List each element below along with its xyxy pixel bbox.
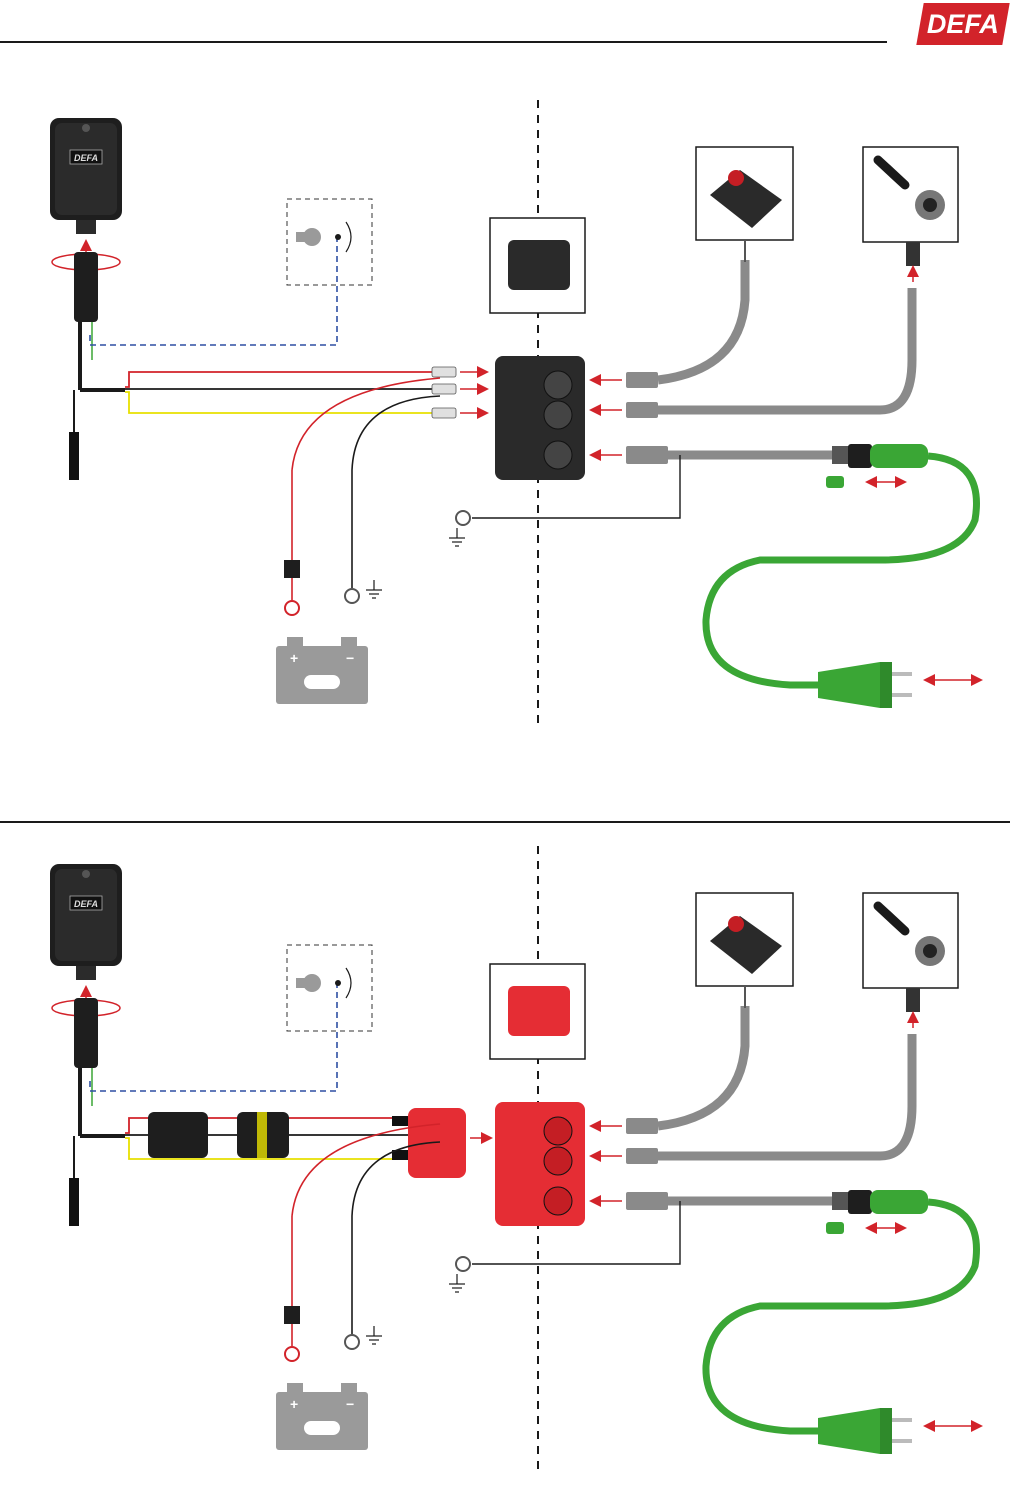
harness-plug xyxy=(74,252,98,322)
battery-plus-label: + xyxy=(290,650,298,666)
temperature-sensor xyxy=(69,1178,79,1226)
charger-connector xyxy=(906,242,920,266)
inline-fuse-icon xyxy=(284,560,300,578)
socket-preview-icon xyxy=(508,240,570,290)
cable-head-charger xyxy=(626,1148,658,1164)
wire-yellow-signal xyxy=(125,392,440,413)
charger-plug-face xyxy=(923,198,937,212)
section-bottom: DEFA+− xyxy=(50,846,980,1476)
ground-icon xyxy=(366,1326,382,1344)
socket-port xyxy=(544,1187,572,1215)
battery-icon: +− xyxy=(276,637,368,704)
battery-plus-wire xyxy=(292,378,440,470)
power-cord-green xyxy=(706,1202,977,1431)
connector-seal xyxy=(257,1112,267,1158)
ring-terminal-plus xyxy=(285,601,299,615)
cable-head-inlet xyxy=(626,1192,668,1210)
ring-terminal-minus xyxy=(345,589,359,603)
inlet-ground-terminal xyxy=(456,1257,470,1271)
ground-icon xyxy=(449,528,465,546)
battery-icon: +− xyxy=(276,1383,368,1450)
ground-icon xyxy=(449,1274,465,1292)
wire-terminal xyxy=(432,367,456,377)
control-unit-icon: DEFA xyxy=(50,118,122,234)
ring-terminal-minus xyxy=(345,1335,359,1349)
charger-plug-face xyxy=(923,944,937,958)
inlet-cap xyxy=(826,1222,844,1234)
temperature-sensor xyxy=(69,432,79,480)
battery-minus-wire xyxy=(352,396,440,470)
inlet-plug-black xyxy=(848,444,872,468)
inlet-ground-terminal xyxy=(456,511,470,525)
inlet-cap xyxy=(826,476,844,488)
wire-terminal xyxy=(432,384,456,394)
heater-fan-icon xyxy=(728,170,744,186)
schuko-plug-icon xyxy=(818,1408,912,1454)
socket-port xyxy=(544,401,572,429)
ignition-signal-wire xyxy=(90,982,337,1091)
socket-port xyxy=(544,1117,572,1145)
ignition-key-icon xyxy=(296,222,351,252)
wire-terminal xyxy=(432,408,456,418)
cable-head-inlet xyxy=(626,446,668,464)
socket-preview-icon xyxy=(508,986,570,1036)
battery-plus-label: + xyxy=(290,1396,298,1412)
red-cable-plug xyxy=(408,1108,466,1178)
harness-connector-male xyxy=(148,1112,208,1158)
ring-terminal-plus xyxy=(285,1347,299,1361)
heater-cable xyxy=(658,1006,745,1126)
inline-fuse-icon xyxy=(284,1306,300,1324)
charger-cable xyxy=(658,288,912,410)
control-unit-icon: DEFA xyxy=(50,864,122,980)
heater-fan-icon xyxy=(728,916,744,932)
ignition-key-icon xyxy=(296,968,351,998)
heater-cable xyxy=(658,260,745,380)
charger-cable xyxy=(658,1034,912,1156)
cable-head-charger xyxy=(626,402,658,418)
device-brand-label: DEFA xyxy=(74,153,98,163)
harness-plug xyxy=(74,998,98,1068)
power-cord-green xyxy=(706,456,977,685)
socket-port xyxy=(544,371,572,399)
battery-minus-label: − xyxy=(346,650,354,666)
charger-connector xyxy=(906,988,920,1012)
plug-wire-end xyxy=(392,1116,408,1126)
inlet-plug-green xyxy=(870,444,928,468)
cable-head-heater xyxy=(626,1118,658,1134)
section-top: DEFA+− xyxy=(50,100,980,730)
battery-minus-label: − xyxy=(346,1396,354,1412)
inlet-connector xyxy=(832,1192,850,1210)
inlet-plug-green xyxy=(870,1190,928,1214)
inlet-plug-black xyxy=(848,1190,872,1214)
socket-port xyxy=(544,441,572,469)
device-brand-label: DEFA xyxy=(74,899,98,909)
ignition-signal-wire xyxy=(90,236,337,345)
schuko-plug-icon xyxy=(818,662,912,708)
inlet-connector xyxy=(832,446,850,464)
cable-head-heater xyxy=(626,372,658,388)
socket-port xyxy=(544,1147,572,1175)
ground-icon xyxy=(366,580,382,598)
